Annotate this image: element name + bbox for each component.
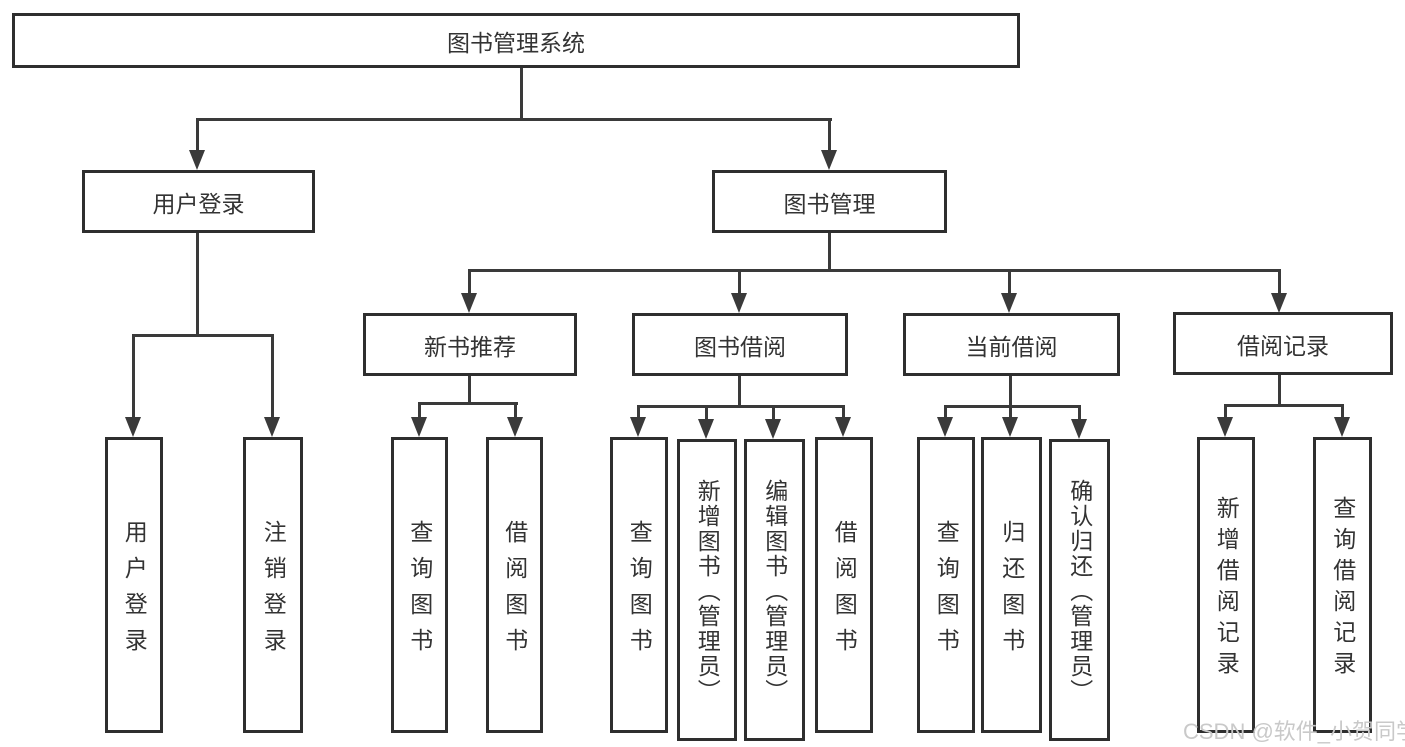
leaf-current-query-books: 查询图书 — [917, 437, 975, 733]
leaf-recommend-borrow-books-label: 借阅图书 — [501, 519, 528, 664]
connector-line — [944, 405, 947, 422]
arrow-down-icon — [1071, 419, 1087, 439]
leaf-confirm-return-admin: 确认归还（管理员） — [1049, 439, 1110, 741]
leaf-user-login-label: 用户登录 — [121, 519, 148, 664]
connector-line — [132, 334, 274, 337]
arrow-down-icon — [1217, 417, 1233, 437]
leaf-recommend-query-books-label: 查询图书 — [406, 519, 433, 664]
connector-line — [468, 269, 1281, 272]
node-book-borrowing: 图书借阅 — [632, 313, 848, 376]
arrow-down-icon — [1271, 293, 1287, 313]
arrow-down-icon — [1334, 417, 1350, 437]
leaf-borrowing-borrow-books: 借阅图书 — [815, 437, 873, 733]
connector-line — [271, 334, 274, 424]
node-user-login-label: 用户登录 — [152, 190, 245, 217]
leaf-query-borrow-record-label: 查询借阅记录 — [1329, 496, 1356, 682]
connector-line — [1341, 404, 1344, 422]
leaf-borrowing-query-books: 查询图书 — [610, 437, 668, 733]
arrow-down-icon — [411, 417, 427, 437]
leaf-recommend-query-books: 查询图书 — [391, 437, 448, 733]
arrow-down-icon — [125, 417, 141, 437]
connector-line — [1224, 404, 1344, 407]
connector-line — [944, 405, 1081, 408]
connector-line — [1278, 269, 1281, 299]
leaf-add-books-admin-label: 新增图书（管理员） — [694, 478, 721, 704]
csdn-watermark: CSDN @软件_小贺同学 — [1183, 719, 1405, 744]
connector-line — [132, 334, 135, 424]
leaf-return-books: 归还图书 — [981, 437, 1042, 733]
leaf-current-query-books-label: 查询图书 — [933, 519, 960, 664]
node-borrowing-records-label: 借阅记录 — [1237, 332, 1329, 359]
connector-line — [196, 233, 199, 336]
arrow-down-icon — [765, 419, 781, 439]
connector-line — [772, 405, 775, 422]
arrow-down-icon — [507, 417, 523, 437]
leaf-add-borrow-record: 新增借阅记录 — [1197, 437, 1255, 733]
leaf-return-books-label: 归还图书 — [998, 519, 1025, 664]
node-new-book-recommend-label: 新书推荐 — [424, 333, 516, 360]
connector-line — [637, 405, 845, 408]
arrow-down-icon — [189, 150, 205, 170]
arrow-down-icon — [731, 293, 747, 313]
connector-line — [520, 68, 523, 120]
connector-line — [1009, 405, 1012, 422]
connector-line — [196, 118, 199, 160]
arrow-down-icon — [1002, 417, 1018, 437]
node-root-label: 图书管理系统 — [447, 29, 585, 56]
leaf-borrowing-borrow-books-label: 借阅图书 — [831, 519, 858, 664]
arrow-down-icon — [630, 417, 646, 437]
leaf-borrowing-query-books-label: 查询图书 — [626, 519, 653, 664]
connector-line — [1278, 375, 1281, 405]
arrow-down-icon — [937, 417, 953, 437]
node-new-book-recommend: 新书推荐 — [363, 313, 577, 376]
node-book-management-label: 图书管理 — [783, 190, 876, 217]
connector-line — [1224, 404, 1227, 422]
leaf-logout-label: 注销登录 — [260, 519, 287, 664]
arrow-down-icon — [461, 293, 477, 313]
connector-line — [738, 376, 741, 407]
leaf-edit-books-admin-label: 编辑图书（管理员） — [761, 478, 788, 704]
leaf-logout: 注销登录 — [243, 437, 303, 733]
connector-line — [738, 269, 741, 299]
connector-line — [468, 269, 471, 299]
connector-line — [842, 405, 845, 422]
node-root: 图书管理系统 — [12, 13, 1020, 68]
connector-line — [705, 405, 708, 422]
arrow-down-icon — [835, 417, 851, 437]
connector-line — [418, 402, 518, 405]
leaf-user-login: 用户登录 — [105, 437, 163, 733]
connector-line — [828, 118, 831, 160]
connector-line — [514, 402, 517, 422]
connector-line — [828, 233, 831, 271]
connector-line — [1078, 405, 1081, 422]
connector-line — [1008, 269, 1011, 299]
arrow-down-icon — [1001, 293, 1017, 313]
connector-line — [196, 118, 832, 121]
leaf-recommend-borrow-books: 借阅图书 — [486, 437, 543, 733]
leaf-add-borrow-record-label: 新增借阅记录 — [1213, 496, 1240, 682]
node-book-management: 图书管理 — [712, 170, 947, 233]
leaf-query-borrow-record: 查询借阅记录 — [1313, 437, 1372, 733]
arrow-down-icon — [698, 419, 714, 439]
leaf-add-books-admin: 新增图书（管理员） — [677, 439, 737, 741]
leaf-confirm-return-admin-label: 确认归还（管理员） — [1066, 478, 1093, 704]
connector-line — [468, 376, 471, 404]
arrow-down-icon — [821, 150, 837, 170]
node-book-borrowing-label: 图书借阅 — [694, 333, 786, 360]
connector-line — [1009, 376, 1012, 407]
leaf-edit-books-admin: 编辑图书（管理员） — [744, 439, 805, 741]
node-user-login: 用户登录 — [82, 170, 315, 233]
connector-line — [637, 405, 640, 422]
node-borrowing-records: 借阅记录 — [1173, 312, 1393, 375]
arrow-down-icon — [264, 417, 280, 437]
node-current-borrowing: 当前借阅 — [903, 313, 1120, 376]
node-current-borrowing-label: 当前借阅 — [965, 333, 1058, 360]
connector-line — [418, 402, 421, 422]
